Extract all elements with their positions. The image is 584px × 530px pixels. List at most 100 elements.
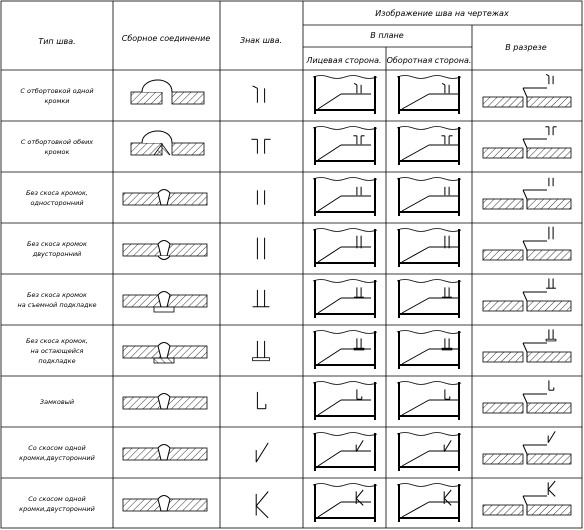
row-7-drawing xyxy=(122,380,572,420)
row-label-line: на съемной подкладке xyxy=(17,301,96,309)
drawing-line xyxy=(401,246,430,263)
drawing-line xyxy=(401,93,430,110)
weld-bead xyxy=(141,79,173,93)
drawing-line xyxy=(522,87,528,98)
row-labels: С отбортовкой одной кромки С отбортовкой о… xyxy=(17,87,96,513)
drawing-line xyxy=(522,138,528,149)
drawing-plate xyxy=(166,294,208,308)
drawing-line xyxy=(401,399,430,416)
drawing-line xyxy=(355,489,364,499)
drawing-plate xyxy=(122,294,162,308)
drawing-plate xyxy=(122,396,162,410)
drawing-line xyxy=(401,144,430,161)
drawing-line xyxy=(355,440,364,452)
weld-bead xyxy=(157,342,171,359)
drawing-plate xyxy=(482,96,524,108)
drawing-plate xyxy=(171,91,205,105)
break-line xyxy=(312,432,378,436)
drawing-plate xyxy=(166,243,208,257)
break-line xyxy=(396,483,462,487)
row-label-line: кромки xyxy=(44,97,69,105)
break-line xyxy=(312,330,378,334)
weld-bead xyxy=(141,130,173,144)
break-line xyxy=(312,126,378,130)
drawing-plate xyxy=(166,192,208,206)
drawing-plate xyxy=(526,249,572,261)
row-label-line: С отбортовкой одной xyxy=(20,87,93,95)
weld-bead xyxy=(157,189,171,206)
drawing-plate xyxy=(130,91,163,105)
row-2-drawing xyxy=(130,126,572,165)
break-line xyxy=(396,381,462,385)
row-label-line: Без скоса кромок xyxy=(27,291,87,299)
drawing-plate xyxy=(122,447,162,461)
drawing-plate xyxy=(482,300,524,312)
weld-bead xyxy=(157,291,171,308)
drawing-plate xyxy=(166,396,208,410)
drawing-plate xyxy=(526,96,572,108)
drawing-plate xyxy=(153,306,175,313)
header-section: В разрезе xyxy=(505,43,547,52)
break-line xyxy=(396,177,462,181)
drawing-plate xyxy=(526,402,572,414)
break-line xyxy=(312,483,378,487)
weld-bead xyxy=(157,444,171,461)
header-back: Оборотная сторона. xyxy=(387,56,472,65)
drawing-line xyxy=(255,491,269,507)
drawing-line xyxy=(522,189,528,200)
drawing-line xyxy=(317,450,342,467)
drawing-plate xyxy=(545,338,557,342)
drawing-plate xyxy=(122,192,162,206)
break-line xyxy=(312,279,378,283)
drawing-line xyxy=(441,82,446,86)
drawing-line xyxy=(545,73,550,77)
row-label-line: С отбортовкой обеих xyxy=(21,138,93,146)
row-label-line: односторонний xyxy=(30,199,83,207)
drawing-plate xyxy=(482,147,524,159)
drawing-plate xyxy=(526,147,572,159)
row-label-line: кромки,двусторонний xyxy=(19,505,95,513)
break-line xyxy=(396,432,462,436)
row-label-line: подкладке xyxy=(38,357,75,365)
break-line xyxy=(396,126,462,130)
drawing-line xyxy=(317,501,342,518)
drawing-line xyxy=(317,144,342,161)
drawing-plate xyxy=(526,351,572,363)
drawing-line xyxy=(317,399,342,416)
drawing-line xyxy=(353,82,358,86)
row-4-drawing xyxy=(122,226,572,267)
break-line xyxy=(396,228,462,232)
header-type: Тип шва. xyxy=(38,37,75,46)
drawing-line xyxy=(443,498,452,506)
drawing-plate xyxy=(441,347,453,351)
drawing-plate xyxy=(482,249,524,261)
break-line xyxy=(396,75,462,79)
row-label-line: Без скоса кромок, xyxy=(26,189,88,197)
drawing-plate xyxy=(122,498,162,512)
row-drawings xyxy=(122,73,572,522)
row-label-line: Без скоса кромок, xyxy=(26,337,88,345)
header-joint: Сборное соединение xyxy=(122,34,211,43)
header-sign: Знак шва. xyxy=(240,36,282,45)
drawing-line xyxy=(317,297,342,314)
row-5-drawing xyxy=(122,278,572,318)
drawing-plate xyxy=(482,504,524,516)
drawing-line xyxy=(252,85,258,89)
drawing-plate xyxy=(482,402,524,414)
drawing-plate xyxy=(153,357,175,364)
row-1-drawing xyxy=(130,73,572,114)
drawing-line xyxy=(522,342,528,353)
weld-root xyxy=(153,143,171,156)
drawing-line xyxy=(522,393,528,404)
drawing-line xyxy=(522,240,528,251)
header-front: Лицевая сторона. xyxy=(305,56,381,65)
break-line xyxy=(312,177,378,181)
drawing-plate xyxy=(526,300,572,312)
drawing-line xyxy=(317,195,342,212)
row-label-line: Со скосом одной xyxy=(28,444,86,452)
drawing-plate xyxy=(166,447,208,461)
drawing-line xyxy=(317,246,342,263)
drawing-line xyxy=(401,297,430,314)
drawing-plate xyxy=(166,345,208,359)
